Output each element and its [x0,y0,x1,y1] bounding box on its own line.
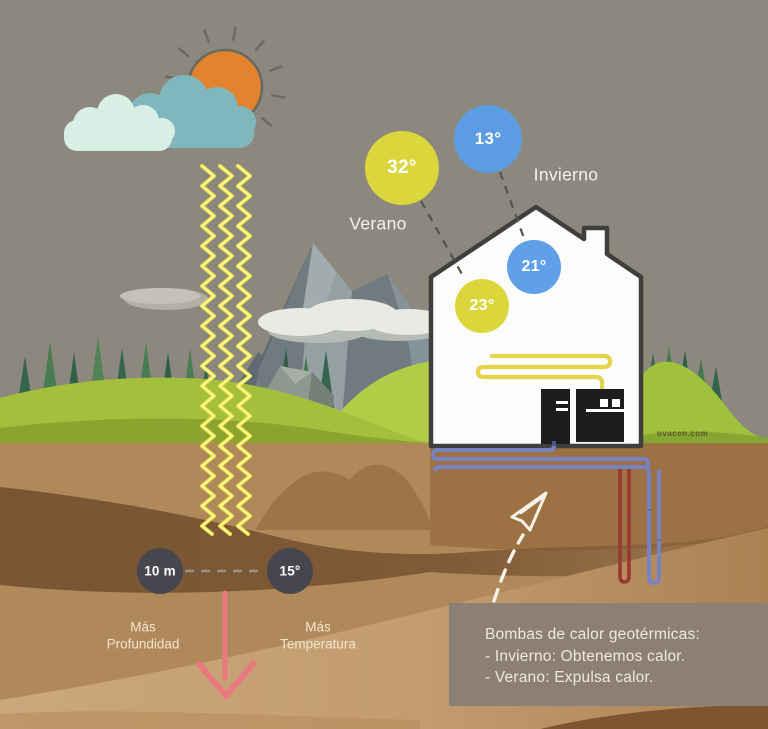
bubble-connector-lines [420,171,527,277]
heat-pump-units-icon [541,389,624,444]
bubble-winter-outdoor [454,105,522,173]
solar-radiation-arrows-icon [200,164,252,536]
label-mas-temperatura-line1: Más [305,619,331,635]
label-mas-temperatura-line2: Temperatura [280,636,356,651]
label-mas-temperatura: Más Temperatura [280,620,356,653]
sun-ray-icon [268,65,283,72]
mountain-cloud-band-icon [258,299,448,343]
bubble-summer-outdoor [365,131,439,205]
watermark: ovacen.com [657,429,709,438]
vertical-loop-pipe-red-icon [618,469,631,584]
caption-summer: - Verano: Expulsa calor. [485,669,654,686]
temp-circle [267,548,313,594]
temp-winter-indoor: 21° [521,258,547,275]
bubble-summer-indoor [455,279,509,333]
sketch-arrow-icon [492,491,548,603]
sun-ray-icon [271,94,286,99]
pipe-joints [618,502,631,554]
marker-15deg: 15° [279,563,301,579]
sun-ray-icon [177,47,190,58]
temp-summer-indoor: 23° [469,297,495,314]
temp-winter-outdoor: 13° [474,129,502,148]
horizontal-loop-pipe-icon [430,445,651,472]
floor-heating-pipe-icon [475,353,613,392]
sun-ray-icon [260,116,273,127]
depth-arrow-icon [196,590,256,699]
cloud-mint-icon [64,94,175,151]
label-mas-profundidad-line1: Más [130,619,156,635]
sun-ray-icon [232,26,237,41]
label-mas-profundidad-line2: Profundidad [106,636,180,651]
cloud-gray-ellipse-icon [120,288,208,310]
marker-10m: 10 m [144,563,176,579]
sun-ray-icon [203,29,210,44]
label-verano: Verano [349,213,407,234]
bubble-winter-indoor [507,240,561,294]
pipe-joints-blue [647,509,661,541]
depth-circle [137,548,183,594]
caption-title: Bombas de calor geotérmicas: [485,626,700,643]
hill-left [0,377,432,443]
vertical-loop-pipe-blue-icon [642,465,661,586]
ground-loop-pipes [430,441,661,586]
house-outline [428,204,644,449]
temp-summer-outdoor: 32° [387,157,417,178]
sun-ray-icon [254,39,265,52]
label-invierno: Invierno [533,164,599,185]
caption-box: Bombas de calor geotérmicas: - Invierno:… [449,603,768,706]
label-mas-profundidad: Más Profundidad [107,620,180,653]
caption-winter: - Invierno: Obtenemos calor. [485,647,686,665]
house [428,204,644,449]
